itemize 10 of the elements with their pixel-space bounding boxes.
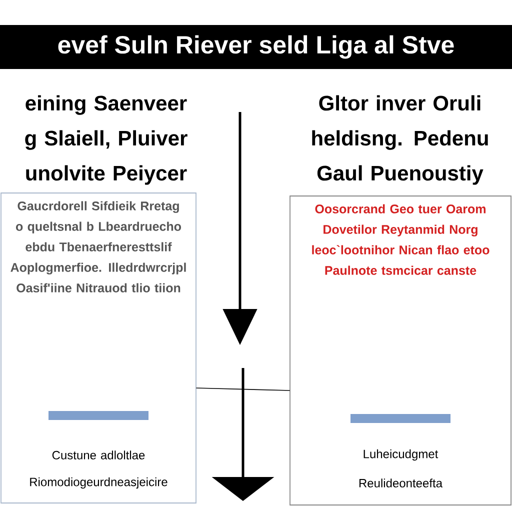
note-text: Custune adloltlae <box>52 450 145 460</box>
note-text: Luheicudgmet <box>364 449 438 461</box>
body-text: Oosorcrand Geo tuer Oarom Dovetilor Reytanmid Norg leoc`lootnihor Nican flao etoo Paulnote tsmcicar canste <box>312 204 490 275</box>
title-bar: evef Suln Riever seld Liga al Stve <box>0 25 512 69</box>
body-text: Gaucrdorell Sifdieik Rretag o queltsnal b Lbeardruecho ebdu Tbenaerfneresttslif Aoplogmerfioe. Illedrdwrcrjpl Oasif'iine Nitrauod tlio tiion <box>10 201 186 292</box>
note-text: Reulideonteefta <box>359 478 442 488</box>
connector-line <box>196 388 290 391</box>
column-heading: Gltor inver Oruli heldisng. Pedenu Gaul Puenoustiy <box>312 95 488 185</box>
column-heading: eining Saenveer g Slaiell, Pluiver unolvite Peiycer <box>25 95 188 185</box>
note-text: Riomodiogeurdneasjeicire <box>30 477 168 489</box>
